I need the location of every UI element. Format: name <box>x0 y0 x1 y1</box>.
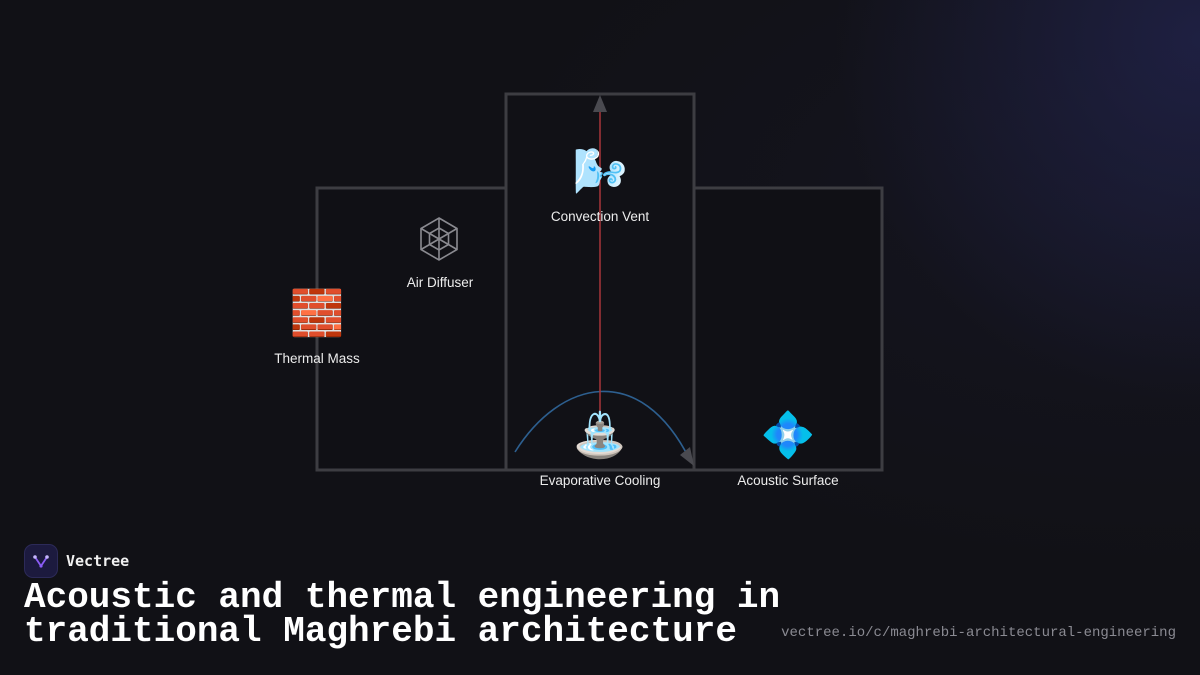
source-url[interactable]: vectree.io/c/maghrebi-architectural-engi… <box>781 625 1176 641</box>
left-wing-outline <box>315 186 508 472</box>
label-convection-vent: Convection Vent <box>550 209 650 224</box>
wind-face-icon: 🌬️ <box>572 147 628 196</box>
fountain-icon: ⛲ <box>572 411 628 460</box>
brick-icon: 🧱 <box>289 289 345 338</box>
updraft-arrowhead <box>593 95 607 112</box>
airflow-arch-arrowhead <box>680 447 694 466</box>
page-title: Acoustic and thermal engineering in trad… <box>24 577 781 652</box>
label-evaporative-cooling: Evaporative Cooling <box>539 473 661 488</box>
brand-name: Vectree <box>66 552 130 570</box>
vectree-logo-icon <box>24 544 58 578</box>
web-lattice-icon <box>420 217 458 261</box>
brand[interactable]: Vectree <box>24 544 129 578</box>
label-acoustic-surface: Acoustic Surface <box>737 473 839 488</box>
right-wing-outline <box>692 186 884 472</box>
diamond-flower-icon: 💠 <box>760 411 816 460</box>
label-air-diffuser: Air Diffuser <box>406 275 474 290</box>
label-thermal-mass: Thermal Mass <box>274 351 360 366</box>
